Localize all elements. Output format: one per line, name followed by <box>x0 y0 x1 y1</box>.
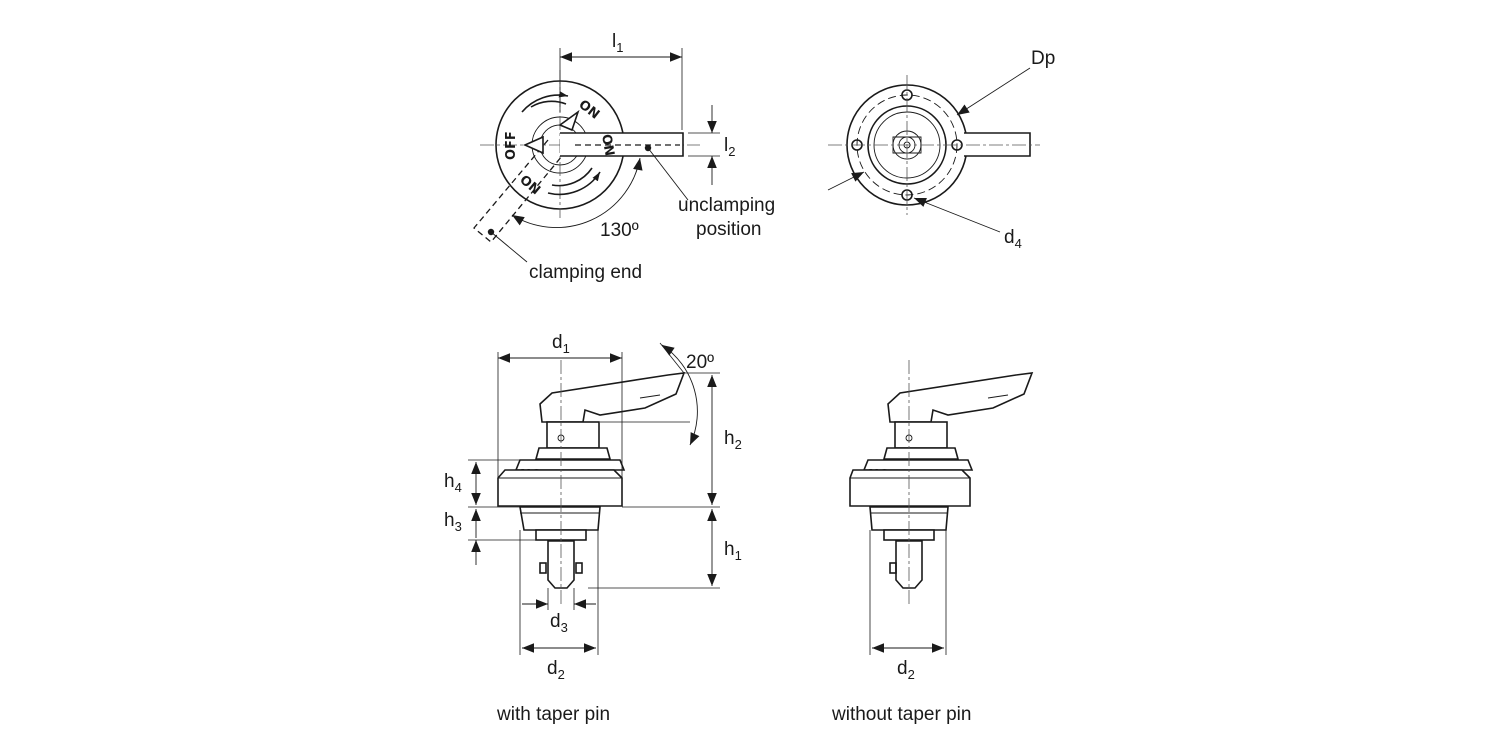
dial-mark-on-top: ON <box>576 97 603 122</box>
dim-h2: h2 <box>724 428 742 452</box>
side-view-with-pin: ON <box>468 342 720 655</box>
dim-d4: d4 <box>1004 227 1022 251</box>
dim-d2-left: d2 <box>547 658 565 682</box>
caption-with-taper-pin: with taper pin <box>496 704 610 725</box>
dim-l2: l2 <box>724 135 735 159</box>
dial-mark-off: OFF <box>504 131 519 160</box>
angle-lever-tilt: 20º <box>686 352 714 373</box>
caption-without-taper-pin: without taper pin <box>831 704 971 725</box>
callout-unclamping: unclamping <box>678 195 775 216</box>
dim-dp: Dp <box>1031 48 1055 69</box>
dim-h3: h3 <box>444 510 462 534</box>
dim-d1: d1 <box>552 332 570 356</box>
dim-d2-right: d2 <box>897 658 915 682</box>
callout-clamping-end: clamping end <box>529 262 642 283</box>
side-view-without-pin: ON <box>849 360 1034 655</box>
dim-d3: d3 <box>550 611 568 635</box>
top-view-dial: ON OFF ON ON <box>473 48 720 263</box>
dim-l1: l1 <box>612 31 623 55</box>
top-view-plan <box>827 67 1040 233</box>
angle-swing: 130º <box>600 220 639 241</box>
dial-mark-on-side: ON <box>598 133 617 157</box>
dim-h4: h4 <box>444 471 462 495</box>
callout-position: position <box>696 219 762 240</box>
dim-h1: h1 <box>724 539 742 563</box>
